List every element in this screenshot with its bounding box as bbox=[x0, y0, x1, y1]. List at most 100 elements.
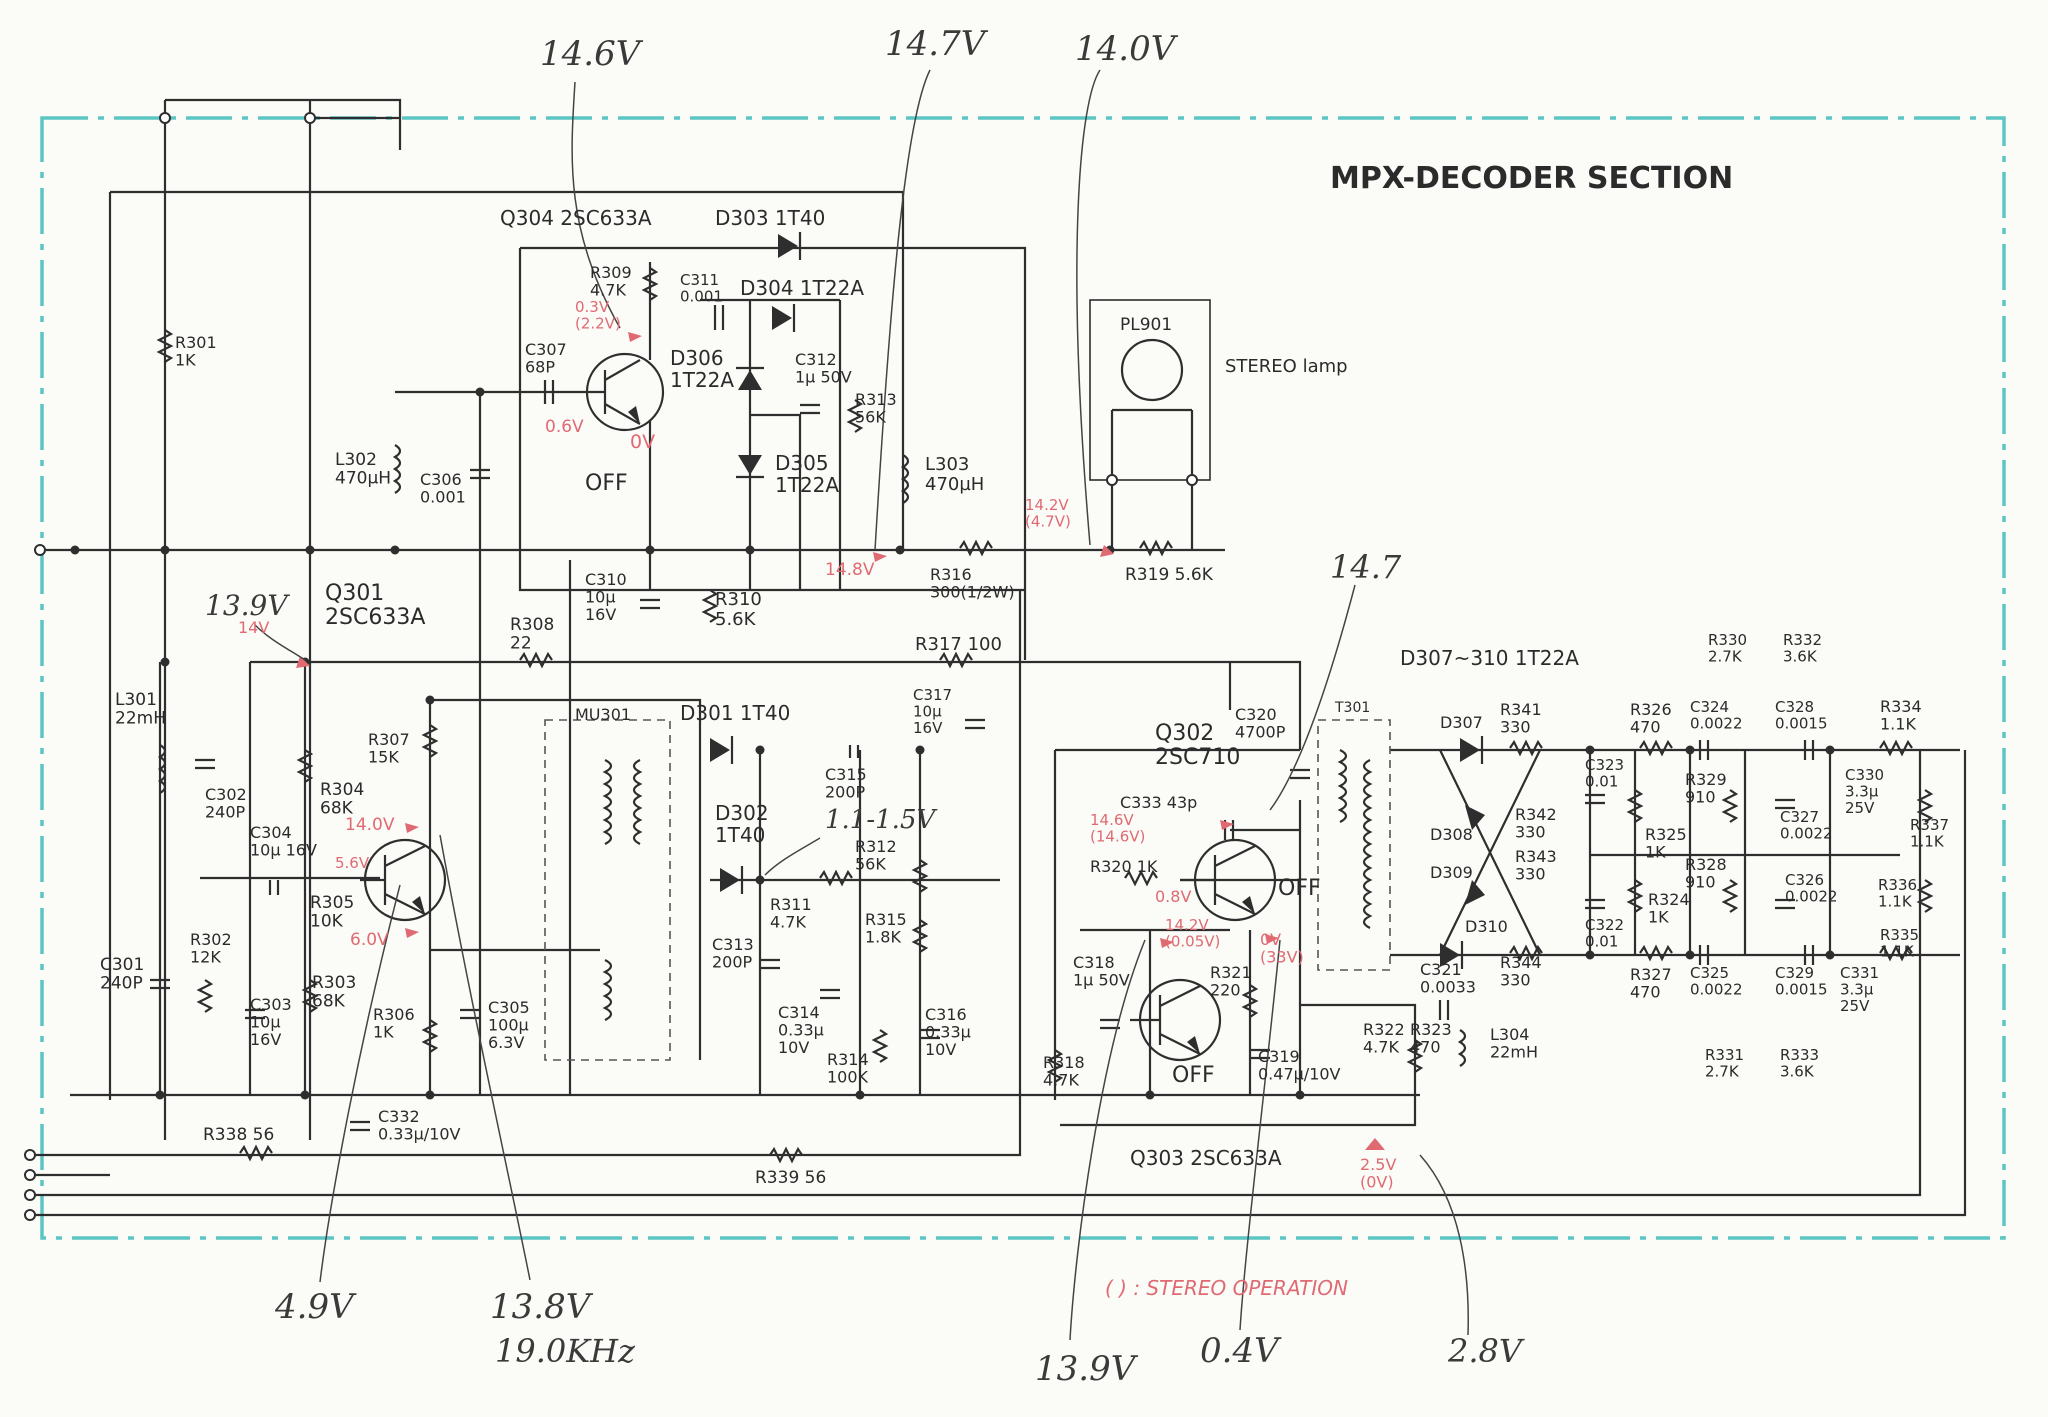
transistor-q303-icon bbox=[1130, 978, 1222, 1062]
label-d303: D303 1T40 bbox=[715, 206, 825, 230]
hand-13-8v: 13.8V bbox=[490, 1287, 594, 1327]
voltage-q302-e: 0.8V bbox=[1155, 887, 1191, 906]
hand-4-9v: 4.9V bbox=[274, 1287, 357, 1327]
hand-14-0v: 14.0V bbox=[1075, 29, 1179, 69]
hand-14-6v: 14.6V bbox=[540, 34, 644, 74]
label-d309: D309 bbox=[1430, 863, 1473, 882]
voltage-q301-top: 14V bbox=[238, 618, 269, 637]
inductor-symbols bbox=[157, 444, 1467, 1067]
label-d304: D304 1T22A bbox=[740, 276, 864, 300]
transistor-q302-icon bbox=[1180, 838, 1277, 922]
q303-state: OFF bbox=[1172, 1063, 1215, 1088]
mu301-coils bbox=[602, 759, 643, 1021]
label-q303: Q303 2SC633A bbox=[1130, 1146, 1282, 1170]
label-d310: D310 bbox=[1465, 917, 1508, 936]
mu301-module bbox=[544, 719, 671, 1061]
q304-state: OFF bbox=[585, 471, 628, 496]
stereo-lamp-icon bbox=[1120, 338, 1184, 402]
diode-d309-icon bbox=[1465, 880, 1485, 905]
voltage-q304-e: 0.6V bbox=[545, 417, 584, 437]
diode-d304-icon bbox=[772, 304, 796, 332]
diode-d308-icon bbox=[1465, 805, 1485, 830]
handwritten-leader-lines bbox=[254, 69, 1469, 1341]
section-title: MPX-DECODER SECTION bbox=[1330, 161, 1733, 196]
label-t301: T301 bbox=[1334, 700, 1370, 716]
diode-d310-icon bbox=[1440, 941, 1464, 969]
transistor-q301-icon bbox=[360, 838, 447, 922]
label-mu301: MU301 bbox=[575, 705, 631, 724]
voltage-q303-b: 0V(33V) bbox=[1260, 930, 1304, 967]
diode-d301-icon bbox=[710, 736, 734, 764]
hand-0-4v: 0.4V bbox=[1200, 1331, 1282, 1371]
diode-d302-icon bbox=[720, 866, 744, 894]
label-d307: D307 bbox=[1440, 713, 1483, 732]
q302-state: OFF bbox=[1278, 876, 1321, 901]
hand-19-0khz: 19.0KHz bbox=[495, 1332, 636, 1370]
label-pl901: PL901 bbox=[1120, 315, 1172, 335]
voltage-q304-c: 0V bbox=[630, 431, 655, 453]
capacitor-symbols bbox=[150, 305, 1815, 1132]
diode-d307-icon bbox=[1460, 736, 1484, 764]
label-d308: D308 bbox=[1430, 825, 1473, 844]
label-d301: D301 1T40 bbox=[680, 701, 790, 725]
label-r319: R319 5.6K bbox=[1125, 565, 1214, 585]
label-r338: R338 56 bbox=[203, 1125, 274, 1145]
handwritten-annotations: 14.6V 14.7V 14.0V 13.9V 14.7 1.1-1.5V 4.… bbox=[205, 24, 1525, 1389]
hand-13-9v-b: 13.9V bbox=[1035, 1349, 1139, 1389]
resistor-symbols bbox=[156, 267, 1934, 1164]
voltage-q304-b: 0.3V(2.2V) bbox=[575, 298, 621, 333]
label-r317: R317 100 bbox=[915, 634, 1002, 655]
voltage-q301-e: 6.0V bbox=[350, 930, 389, 950]
section-frame bbox=[40, 116, 2006, 1240]
hand-1-1-1-5v: 1.1-1.5V bbox=[825, 805, 937, 835]
label-c333: C333 43p bbox=[1120, 793, 1197, 812]
label-r320: R320 1K bbox=[1090, 857, 1158, 876]
stereo-lamp-label: STEREO lamp bbox=[1225, 356, 1348, 377]
